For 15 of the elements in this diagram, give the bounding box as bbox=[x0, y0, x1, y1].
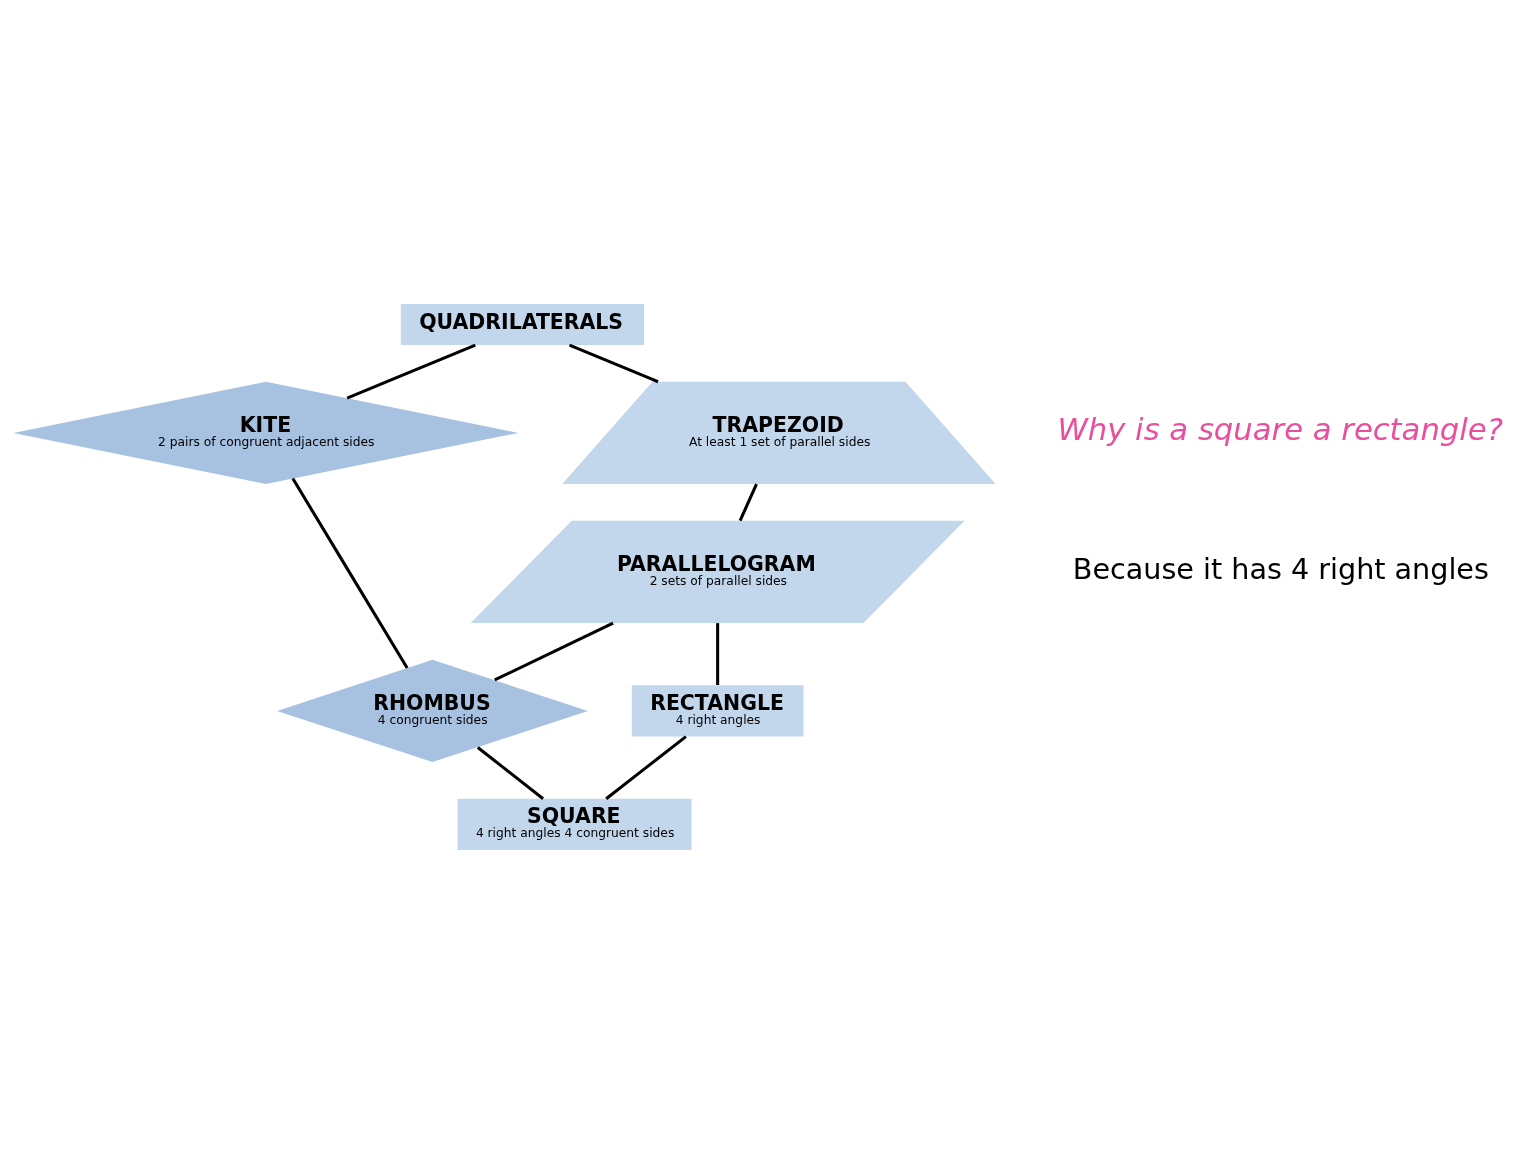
label: Because it has 4 right angles bbox=[1072, 551, 1489, 586]
connector bbox=[716, 623, 720, 685]
connector bbox=[476, 746, 545, 800]
connector bbox=[605, 735, 687, 800]
label: Why is a square a rectangle? bbox=[1057, 411, 1503, 447]
node-box: QUADRILATERALS bbox=[400, 304, 645, 345]
connector bbox=[291, 477, 409, 669]
connector bbox=[738, 483, 758, 522]
node-diamond: KITE 2 pairs of congruent adjacent sides bbox=[13, 381, 519, 484]
connector bbox=[494, 621, 614, 682]
connector bbox=[346, 343, 476, 400]
node-box: SQUARE 4 right angles 4 congruent sides bbox=[457, 798, 692, 850]
node-box: RECTANGLE 4 right angles bbox=[631, 685, 804, 737]
connector bbox=[568, 343, 659, 384]
node-diamond: RHOMBUS 4 congruent sides bbox=[277, 659, 588, 762]
